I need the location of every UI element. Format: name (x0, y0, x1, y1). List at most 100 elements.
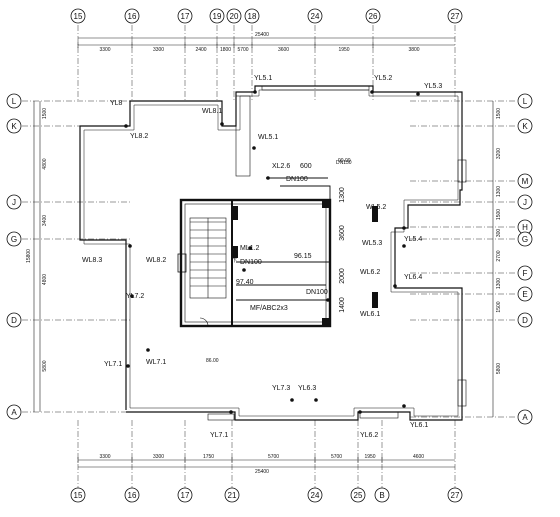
dim-right-4: 300 (496, 229, 502, 238)
dim-core-0: 1300 (339, 187, 346, 203)
pipe-lines (236, 177, 331, 300)
grid-bubble-right-3-circle (517, 194, 533, 210)
dim-right-0: 1500 (496, 108, 502, 119)
grid-bubble-left-5-label: A (11, 408, 17, 417)
grid-bubble-top-0-circle (70, 8, 86, 24)
grid-bubble-bottom-1-circle (124, 487, 140, 503)
label-mf-abc: MF/ABC2x3 (250, 305, 288, 312)
dim-left-3: 4800 (42, 274, 48, 285)
label-yl6-3: YL6.3 (298, 385, 316, 392)
stair-door (177, 253, 187, 273)
grid-bubble-right-4-label: H (522, 223, 528, 232)
grid-bubble-bottom-1-label: 16 (128, 491, 137, 500)
grid-bubble-left-0-circle (6, 93, 22, 109)
grid-bubble-right-1-label: K (522, 122, 528, 131)
dim-right-8: 5800 (496, 363, 502, 374)
grid-bubble-top-1-label: 16 (128, 12, 137, 21)
dim-bottom-0: 3300 (99, 454, 110, 460)
dim-right-1: 3200 (496, 148, 502, 159)
label-ml1-2: ML1.2 (240, 245, 260, 252)
grid-bubble-right-9-label: A (522, 413, 528, 422)
label-yl6-4: YL6.4 (404, 274, 422, 281)
dim-core-1: 3600 (339, 225, 346, 241)
riser-dot-12 (290, 398, 294, 402)
grid-bubble-top-2-label: 17 (181, 12, 190, 21)
stair (189, 217, 227, 299)
riser-dot-16 (402, 404, 406, 408)
grid-bubble-right-2-label: M (522, 177, 529, 186)
grid-bubble-right-8-circle (517, 312, 533, 328)
riser-dot-17 (248, 246, 252, 250)
dim-bottom-2: 1750 (203, 454, 214, 460)
dim-bottom-total: 25400 (255, 469, 269, 475)
grid-bubble-top-7-label: 26 (369, 12, 378, 21)
dim-top-7: 3800 (408, 47, 419, 53)
dimension-layer (33, 37, 494, 468)
dim-bottom-6: 4600 (413, 454, 424, 460)
column-1 (232, 206, 238, 220)
riser-dot-19 (326, 298, 330, 302)
grid-bubble-bottom-0-label: 15 (74, 491, 83, 500)
riser-dot-0 (253, 90, 257, 94)
grid-bubble-bottom-2-label: 17 (181, 491, 190, 500)
grid-bubble-right-5-label: G (522, 235, 528, 244)
grid-bubble-left-1-label: K (11, 122, 17, 131)
riser-dot-18 (242, 268, 246, 272)
grid-bubble-right-1-circle (517, 118, 533, 134)
label-yl7-3: YL7.3 (272, 385, 290, 392)
dim-core-3: 1400 (339, 297, 346, 313)
label-yl7-1: YL7.1 (104, 361, 122, 368)
dim-left-4: 5800 (42, 360, 48, 371)
label-wl6-1: WL6.1 (360, 311, 380, 318)
dim-top-4: 5700 (237, 47, 248, 53)
grid-bubble-bottom-5-circle (350, 487, 366, 503)
riser-dot-8 (402, 226, 406, 230)
label-yl7-1-bottom: YL7.1 (210, 432, 228, 439)
label-yl5-1: YL5.1 (254, 75, 272, 82)
grid-bubble-left-2-circle (6, 194, 22, 210)
dim-right-2: 1300 (496, 186, 502, 197)
dim-left-total: 15800 (26, 249, 32, 263)
grid-bubble-bottom-6-circle (374, 487, 390, 503)
dim-bottom-3: 5700 (268, 454, 279, 460)
label-dn100-c: DN100 (306, 289, 328, 296)
label-wl7-1: WL7.1 (146, 359, 166, 366)
grid-bubble-right-8-label: D (522, 316, 528, 325)
door-swing (199, 317, 209, 327)
grid-bubble-top-3-label: 19 (213, 12, 222, 21)
dim-bottom-4: 5700 (331, 454, 342, 460)
label-600: 600 (300, 163, 312, 170)
grid-bubble-top-0-label: 15 (74, 12, 83, 21)
grid-bubble-right-5-circle (517, 231, 533, 247)
grid-bubble-top-3-circle (209, 8, 225, 24)
grid-bubble-bottom-0-circle (70, 487, 86, 503)
label-yl7-2: YL7.2 (126, 293, 144, 300)
dim-core-2: 2000 (339, 268, 346, 284)
dim-bottom-1: 3300 (153, 454, 164, 460)
dim-top-1: 3300 (153, 47, 164, 53)
riser-dot-4 (220, 122, 224, 126)
grid-bubble-bottom-7-label: 27 (451, 491, 460, 500)
label-wl8-1: WL8.1 (202, 108, 222, 115)
grid-bubble-top-5-circle (244, 8, 260, 24)
grid-bubble-bottom-4-circle (307, 487, 323, 503)
label-wl8-2: WL8.2 (146, 257, 166, 264)
grid-bubble-left-1-circle (6, 118, 22, 134)
grid-bubble-bottom-6-label: B (379, 491, 384, 500)
label-wl5-2: WL5.2 (366, 204, 386, 211)
dim-top-total: 25400 (255, 32, 269, 38)
label-elev-96: 96.15 (294, 253, 312, 260)
dim-top-3: 1800 (220, 47, 231, 53)
dim-bottom-5: 1950 (364, 454, 375, 460)
dim-left-1: 4800 (42, 158, 48, 169)
grid-bubble-top-6-circle (307, 8, 323, 24)
dim-right-6: 1300 (496, 278, 502, 289)
grid-bubble-right-0-circle (517, 93, 533, 109)
column-3 (322, 200, 330, 208)
label-wl5-1: WL5.1 (258, 134, 278, 141)
dim-right-5: 2700 (496, 250, 502, 261)
riser-dot-2 (416, 92, 420, 96)
grid-bubble-bottom-3-circle (224, 487, 240, 503)
dim-top-2: 2400 (195, 47, 206, 53)
